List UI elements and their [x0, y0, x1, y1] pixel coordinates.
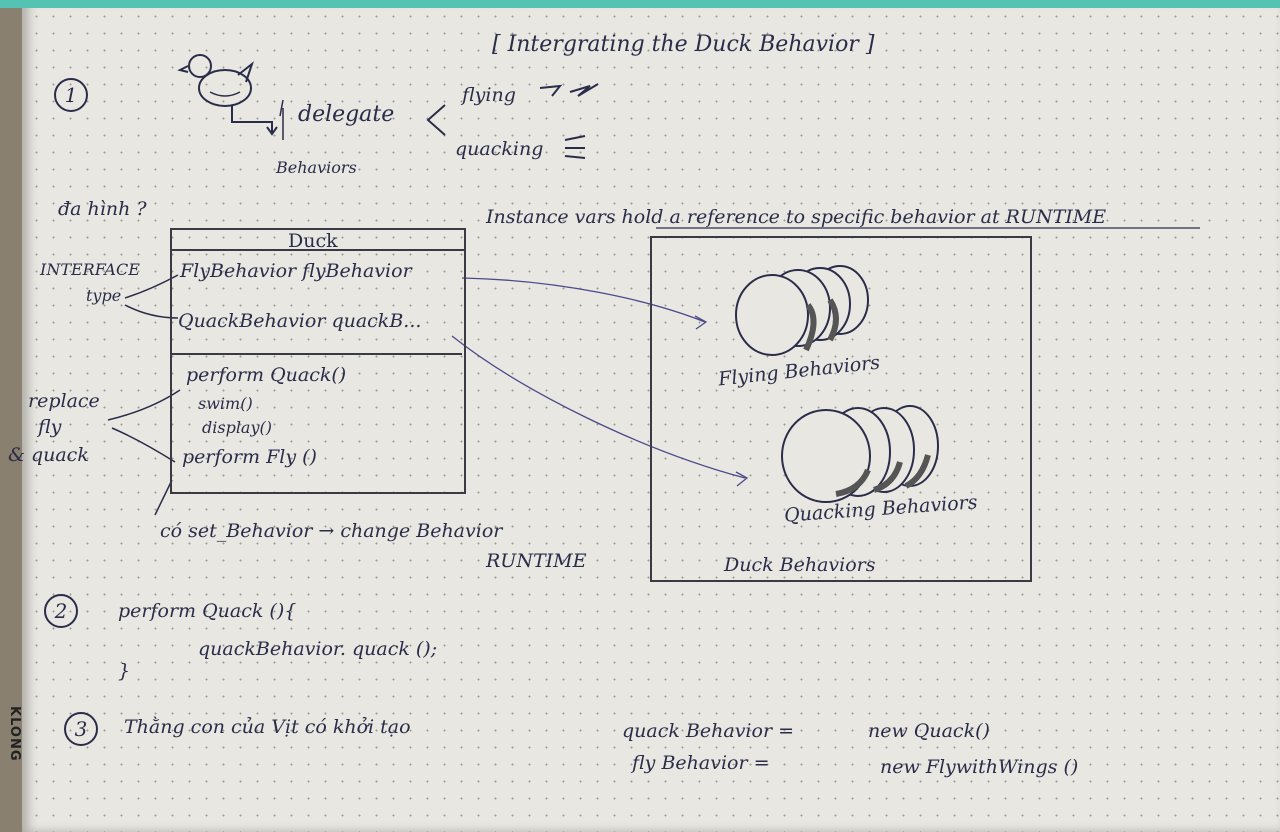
replace-fly-label: fly — [38, 416, 62, 438]
behaviors-label: Behaviors — [276, 158, 357, 177]
runtime-label: RUNTIME — [486, 550, 587, 572]
instance-vars-note: Instance vars hold a reference to specif… — [486, 206, 1107, 228]
code-line-2: quackBehavior. quack (); — [198, 638, 438, 660]
duck-field-quack: QuackBehavior quackB... — [178, 310, 422, 332]
quackbehavior-arrow — [451, 335, 746, 479]
section-2-number: 2 — [44, 594, 78, 628]
type-label: type — [86, 286, 122, 305]
duck-behaviors-label: Duck Behaviors — [724, 554, 876, 576]
duck-class-box — [170, 228, 466, 494]
assign-quack-right: new Quack() — [868, 720, 990, 742]
duck-class-name: Duck — [288, 230, 338, 252]
angle-bracket-icon — [426, 104, 446, 136]
quacking-behaviors-stack — [781, 405, 939, 503]
code-line-3: } — [118, 660, 131, 682]
replace-arrow-quack — [107, 389, 181, 421]
duck-method-display: display() — [202, 418, 272, 437]
wing-doodle-icon — [539, 83, 599, 97]
duck-method-swim: swim() — [198, 394, 253, 413]
assign-quack-left: quack Behavior = — [622, 720, 794, 742]
setter-note: có set_Behavior → change Behavior — [160, 520, 503, 542]
flybehavior-arrowhead — [694, 315, 708, 330]
polymorphism-note: đa hình ? — [58, 198, 147, 220]
replace-label: replace — [28, 390, 100, 412]
flying-label: flying — [462, 84, 516, 106]
duck-behaviors-box — [650, 236, 1032, 582]
duck-method-perform-fly: perform Fly () — [182, 446, 317, 468]
flybehavior-arrow — [461, 277, 706, 323]
code-line-1: perform Quack (){ — [118, 600, 297, 622]
assign-fly-right: new FlywithWings () — [880, 756, 1079, 778]
setter-arrow — [154, 479, 173, 516]
duck-doodle-icon — [177, 54, 278, 136]
subclass-note: Thằng con của Vịt có khởi tạo — [124, 716, 411, 738]
flying-behaviors-stack — [735, 265, 869, 356]
notebook-brand-logo: KLONG — [7, 706, 22, 762]
section-1-number: 1 — [54, 78, 88, 112]
cover-edge — [0, 0, 1280, 8]
sound-doodle-icon — [564, 135, 586, 159]
quacking-label: quacking — [455, 138, 544, 160]
delegate-label: delegate — [298, 102, 395, 127]
delegate-arrow-icon — [279, 99, 284, 140]
section-3-number: 3 — [64, 712, 98, 746]
page-title: [ Intergrating the Duck Behavior ] — [492, 32, 875, 57]
replace-quack-label: & quack — [8, 444, 89, 466]
assign-fly-left: fly Behavior = — [632, 752, 770, 774]
replace-arrow-fly — [111, 427, 176, 463]
duck-field-fly: FlyBehavior flyBehavior — [180, 260, 412, 282]
interface-arrow — [124, 274, 179, 299]
interface-label: INTERFACE — [40, 260, 140, 279]
duck-method-perform-quack: perform Quack() — [186, 364, 347, 386]
quackbehavior-arrowhead — [735, 471, 749, 487]
interface-arrow-2 — [124, 304, 179, 319]
